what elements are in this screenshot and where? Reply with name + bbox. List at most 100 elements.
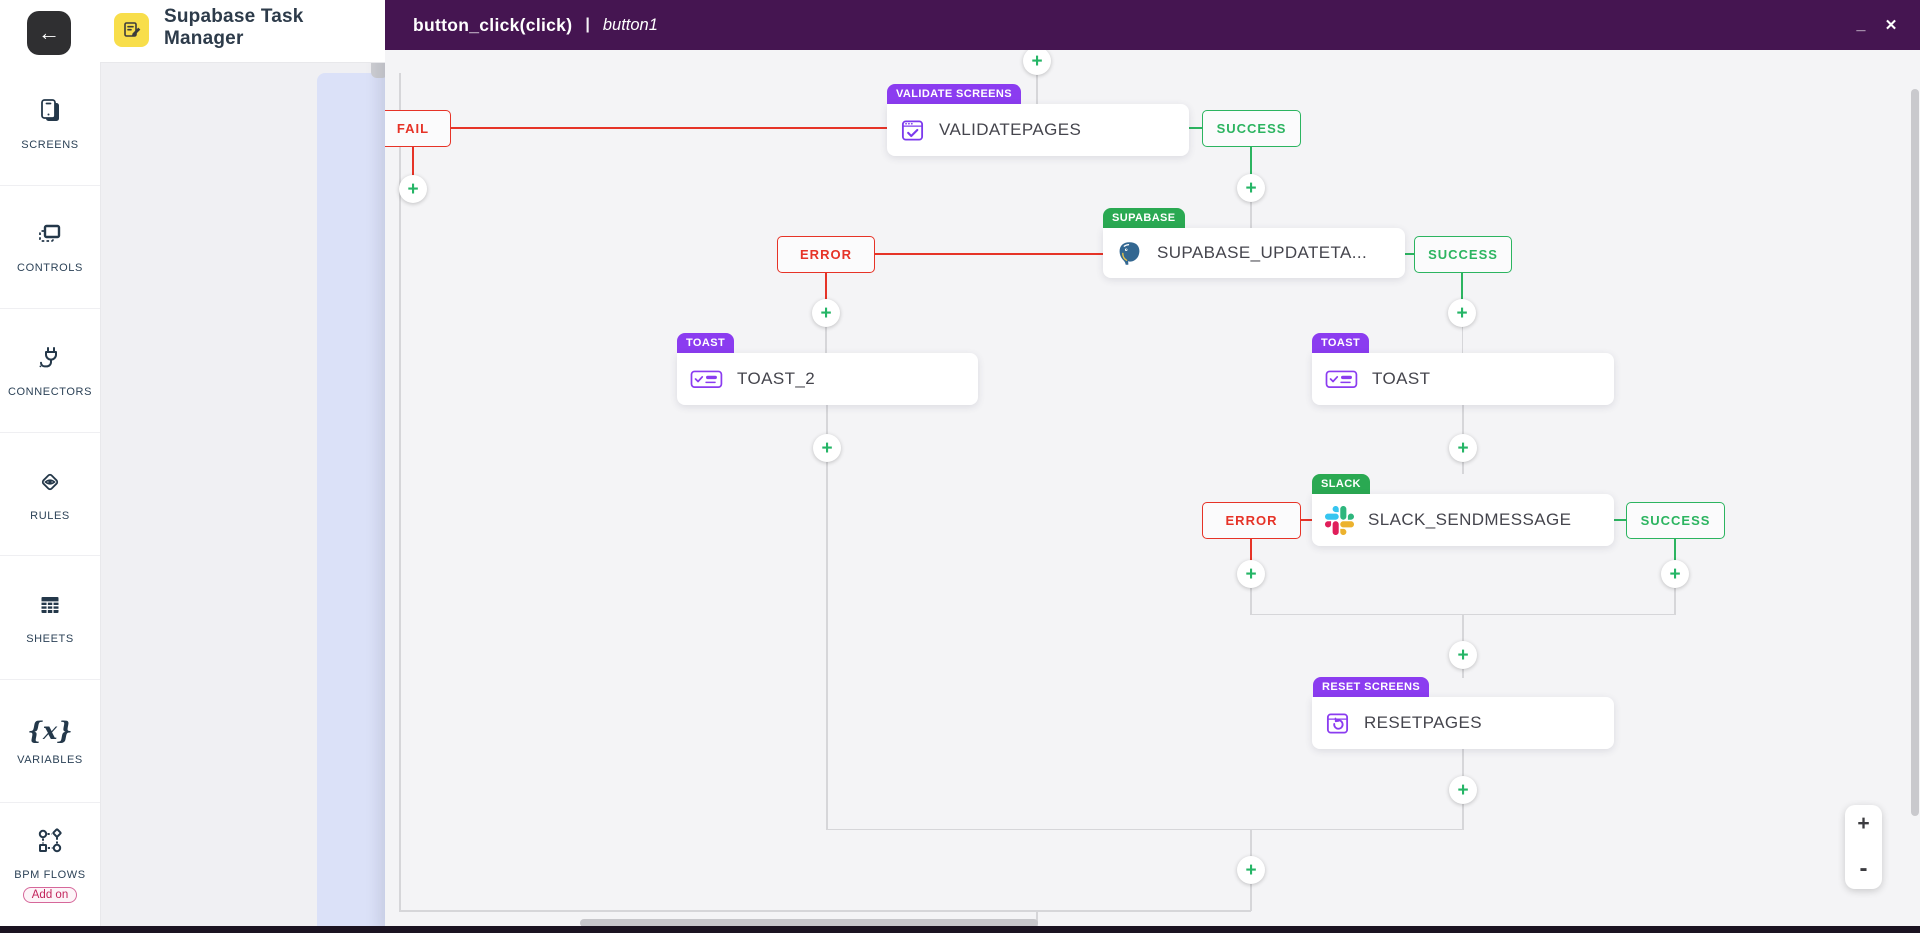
sidebar-label-sheets: SHEETS — [26, 633, 74, 646]
node-label: RESETPAGES — [1364, 713, 1482, 732]
category-badge-toast: TOAST — [677, 333, 735, 353]
app-title: Supabase Task Manager — [164, 6, 304, 50]
flow-title: button_click(click) — [413, 14, 573, 35]
connectors-icon — [35, 343, 65, 378]
node-slack-sendmessage[interactable]: SLACK_SENDMESSAGE — [1312, 494, 1614, 546]
node-label: TOAST — [1372, 369, 1431, 388]
back-arrow-icon: ← — [38, 20, 60, 45]
edge — [1461, 313, 1463, 353]
edge — [825, 313, 827, 353]
sidebar-item-rules[interactable]: RULES — [0, 433, 100, 557]
edge-error — [875, 253, 1103, 255]
title-separator: | — [585, 16, 590, 33]
screens-icon — [35, 96, 65, 131]
edge-success — [1461, 273, 1463, 313]
add-step-button[interactable]: + — [1237, 174, 1265, 202]
edge-success — [1614, 519, 1626, 521]
sidebar-item-screens[interactable]: SCREENS — [0, 62, 100, 186]
node-label: SLACK_SENDMESSAGE — [1368, 510, 1572, 529]
add-step-button[interactable]: + — [1449, 434, 1477, 462]
port-success-slack[interactable]: SUCCESS — [1626, 502, 1725, 539]
node-resetpages[interactable]: RESETPAGES — [1312, 697, 1614, 749]
port-error-supabase[interactable]: ERROR — [777, 236, 875, 273]
node-toast-2[interactable]: TOAST_2 — [677, 353, 978, 405]
edge-error — [1250, 539, 1252, 574]
plus-icon: + — [1245, 177, 1257, 199]
add-step-button[interactable]: + — [399, 175, 427, 203]
port-label: SUCCESS — [1428, 247, 1498, 262]
sidebar-label-rules: RULES — [30, 509, 70, 522]
node-supabase-updatetable[interactable]: SUPABASE_UPDATETA... — [1103, 228, 1405, 278]
edge — [1250, 588, 1252, 615]
plus-icon: + — [821, 437, 833, 459]
node-validatepages[interactable]: VALIDATEPAGES — [887, 104, 1189, 156]
app-topbar: ← Supabase Task Manager — [0, 0, 385, 63]
port-label: SUCCESS — [1640, 513, 1711, 528]
add-step-button[interactable]: + — [1237, 856, 1265, 884]
sidebar-item-connectors[interactable]: CONNECTORS — [0, 309, 100, 433]
edge — [1250, 188, 1252, 228]
sidebar-item-variables[interactable]: {x} VARIABLES — [0, 680, 100, 804]
sidebar-item-controls[interactable]: CONTROLS — [0, 186, 100, 310]
add-step-button[interactable]: + — [1237, 560, 1265, 588]
edge-fail — [412, 147, 414, 189]
slack-icon — [1325, 505, 1354, 535]
category-badge-slack: SLACK — [1312, 474, 1370, 494]
rules-icon — [35, 467, 65, 502]
flow-canvas[interactable]: FAIL SUCCESS ERROR SUCCESS ERROR SUCCESS… — [385, 50, 1920, 933]
port-success-supabase[interactable]: SUCCESS — [1414, 236, 1512, 273]
zoom-out-button[interactable]: - — [1859, 855, 1868, 882]
add-step-button[interactable]: + — [812, 299, 840, 327]
plus-icon: + — [820, 302, 832, 324]
edge-error — [825, 273, 827, 313]
port-success-validatepages[interactable]: SUCCESS — [1202, 110, 1301, 147]
port-fail[interactable]: FAIL — [385, 110, 451, 147]
add-step-button[interactable]: + — [813, 434, 841, 462]
flow-panel: button_click(click) | button1 _ ✕ — [385, 0, 1920, 933]
sidebar-label-variables: VARIABLES — [17, 754, 83, 767]
port-label: SUCCESS — [1216, 121, 1287, 136]
back-button[interactable]: ← — [27, 11, 71, 55]
edge — [1674, 588, 1676, 615]
plus-icon: + — [1457, 779, 1469, 801]
edge — [826, 828, 1464, 830]
plus-icon: + — [407, 178, 419, 200]
sidebar-label-screens: SCREENS — [21, 138, 79, 151]
background-screen-edge — [317, 73, 387, 926]
edge — [1036, 61, 1038, 104]
sidebar-label-controls: CONTROLS — [17, 262, 83, 275]
validate-pages-icon — [900, 118, 925, 143]
edge-fail — [451, 127, 887, 129]
edge-error — [1301, 519, 1312, 521]
add-step-button[interactable]: + — [1448, 299, 1476, 327]
zoom-in-button[interactable]: + — [1857, 812, 1870, 835]
add-step-button[interactable]: + — [1449, 641, 1477, 669]
node-toast[interactable]: TOAST — [1312, 353, 1614, 405]
port-label: ERROR — [1225, 513, 1278, 528]
add-step-button[interactable]: + — [1023, 50, 1051, 75]
vertical-scrollbar-thumb[interactable] — [1911, 89, 1919, 816]
port-label: ERROR — [800, 247, 852, 262]
edge-success — [1189, 127, 1202, 129]
port-error-slack[interactable]: ERROR — [1202, 502, 1301, 539]
add-step-button[interactable]: + — [1449, 776, 1477, 804]
postgresql-icon — [1116, 240, 1143, 267]
controls-icon — [35, 219, 65, 254]
sidebar-item-sheets[interactable]: SHEETS — [0, 556, 100, 680]
sidebar-label-connectors: CONNECTORS — [7, 385, 93, 398]
category-badge-reset-screens: RESET SCREENS — [1313, 677, 1430, 697]
flow-panel-header: button_click(click) | button1 _ ✕ — [385, 0, 1920, 50]
add-step-button[interactable]: + — [1661, 560, 1689, 588]
edge-success — [1405, 253, 1414, 255]
sidebar-item-bpm-flows[interactable]: BPM FLOWS Add on — [0, 803, 100, 926]
plus-icon: + — [1456, 302, 1468, 324]
category-badge-supabase: SUPABASE — [1103, 208, 1185, 228]
close-icon[interactable]: ✕ — [1884, 17, 1898, 34]
flow-subtitle: button1 — [602, 15, 658, 34]
minimize-icon[interactable]: _ — [1856, 16, 1866, 33]
horizontal-scrollbar-thumb[interactable] — [580, 919, 1038, 927]
canvas-boundary-left — [399, 73, 401, 911]
reset-pages-icon — [1325, 711, 1350, 736]
edge — [826, 405, 828, 829]
window-bottom-edge — [0, 926, 1920, 933]
